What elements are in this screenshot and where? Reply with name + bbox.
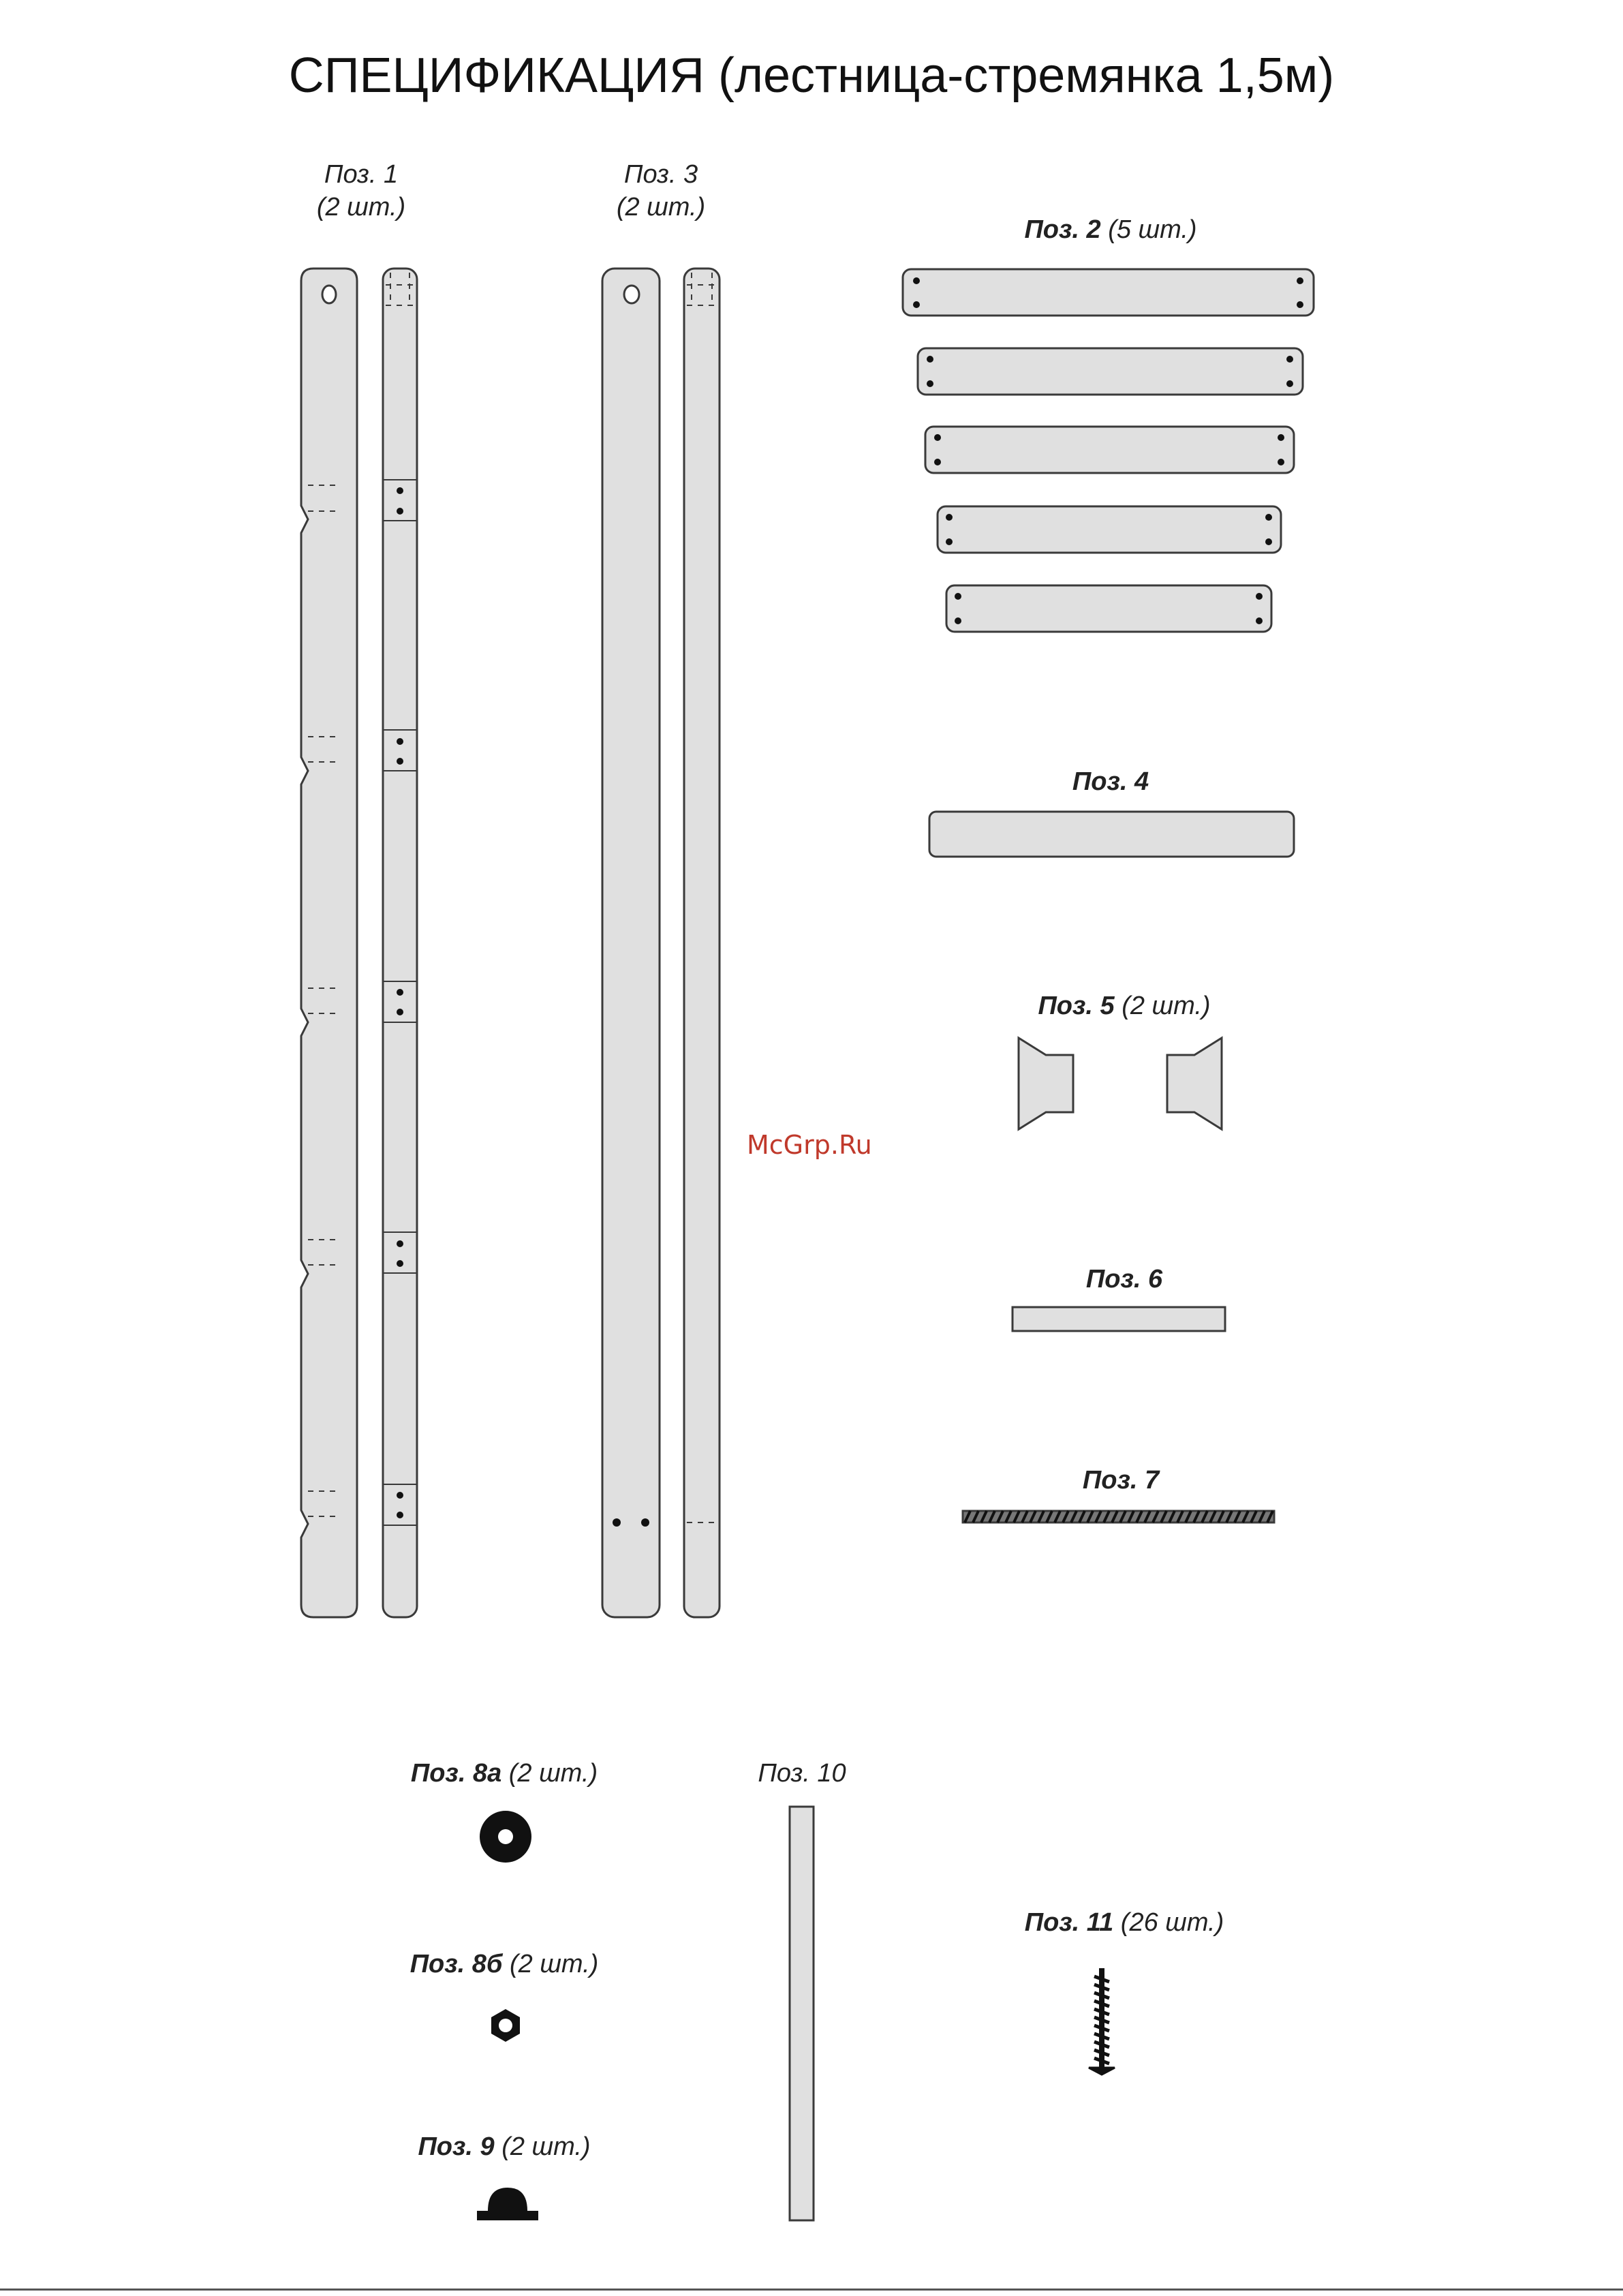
step-3	[925, 427, 1294, 473]
pos-2-steps	[903, 269, 1314, 632]
pos-1-front-rail	[301, 269, 357, 1617]
pos-4-platform	[929, 812, 1294, 857]
pos-3-side-rail	[684, 269, 720, 1617]
pos-7-threaded-rod	[963, 1511, 1274, 1522]
pos-8b-nut	[491, 2009, 520, 2042]
pos-1-side-rail	[383, 269, 417, 1617]
pos-5-brackets	[1019, 1038, 1222, 1129]
pos-9-cap	[477, 2188, 538, 2220]
step-1	[903, 269, 1314, 316]
step-4	[938, 506, 1281, 553]
pos-3-front-rail	[602, 269, 660, 1617]
pos-11-screw	[1089, 1968, 1115, 2075]
bottom-rule	[0, 2289, 1623, 2291]
step-2	[918, 348, 1303, 395]
pos-10-bar	[790, 1807, 814, 2220]
step-5	[946, 585, 1271, 632]
pos-8a-washer	[480, 1811, 531, 1863]
pos-6-bar	[1013, 1307, 1225, 1331]
